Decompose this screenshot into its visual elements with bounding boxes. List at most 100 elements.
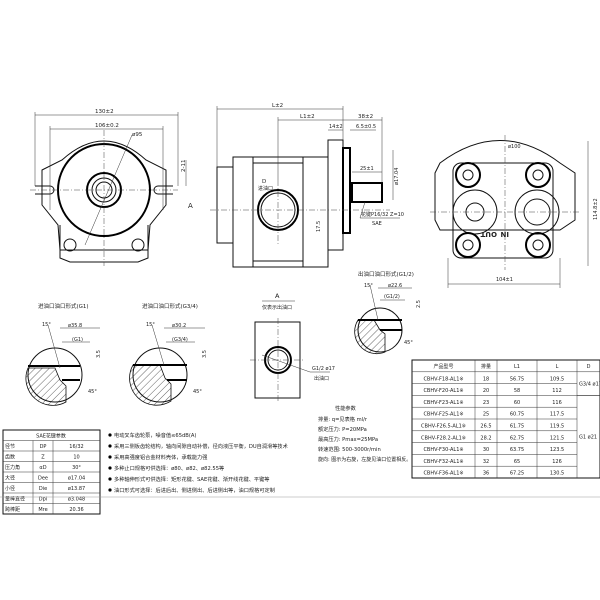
bullet-icon [108,466,112,470]
detail-title: 进油口油口形式(G1) [38,302,89,310]
sae-cell: Die [39,486,47,492]
detail-dia: ø35.8 [68,323,82,329]
table-cell: 36 [483,471,489,477]
table-cell: 130.5 [550,471,564,477]
detail-thread: (G1) [72,337,83,343]
table-cell: 117.5 [550,412,564,418]
sae-cell: ø3.048 [68,497,85,503]
sae-cell: DP [40,444,47,450]
table-cell: CBHV-F18-AL1※ [423,376,463,382]
dim-l1: L1±2 [300,114,315,120]
sae-cell: 跨棒距 [5,506,20,513]
sae-cell: 大径 [5,475,15,482]
spline-standard: SAE [372,221,382,227]
table-cell: 109.5 [550,376,564,382]
table-cell: CBHV-F20-AL1※ [423,388,463,394]
sae-cell: 压力角 [5,464,20,471]
detail-dia: ø30.2 [172,323,186,329]
d-group: G3/4 ø17 [579,382,600,388]
performance-line: 最高压力: Pmax=25MPa [318,435,378,443]
detail-chamfer: 45° [193,389,202,395]
bolt-holes [455,162,551,258]
table-cell: CBHV-F23-AL1※ [423,400,463,406]
note-item: 采用三侧板齿轮结构，轴向间隙自动补偿，径向液压平衡，DU自润滑等技术 [114,442,288,450]
view-marker-a: A [188,202,193,210]
table-header: D [587,364,591,370]
note-item: 采用高强度铝合金材料壳体，承载能力强 [114,453,207,461]
dim-14: 14±2 [329,124,343,130]
note-item: 多种轴伸形式可供选择：矩形花键、SAE花键、渐开线花键、平键等 [114,475,269,483]
spline-label: 花键P16/32 Z=10 [361,211,404,218]
table-cell: 56.75 [510,376,524,382]
bullet-icon [108,433,112,437]
detail-thread: (G3/4) [172,337,188,343]
sae-cell: 16/32 [69,444,83,450]
table-cell: 25 [483,412,489,418]
table-cell: 60.75 [510,412,524,418]
dim-width: 104±1 [496,277,513,283]
view-a-subtitle: 仅表示出油口 [262,304,292,311]
table-cell: 62.75 [510,435,524,441]
rear-view: 104±1 114.8±2 ø100 IN OUT [430,135,599,288]
view-a: A 仅表示出油口 G1/2 ø17 出油口 [250,292,335,402]
dim-38: 38±2 [358,114,373,120]
performance-title: 性能参数 [335,404,357,412]
sae-cell: 径节 [5,443,15,450]
detail-thread: (G1/2) [384,294,400,300]
table-cell: 61.75 [510,424,524,430]
table-cell: 65 [514,459,520,465]
table-cell: 26.5 [480,424,491,430]
sae-cell: 30° [72,465,81,471]
table-cell: CBHV-F28.2-AL1※ [421,435,466,441]
sae-cell: Dee [38,476,48,482]
dim-slot: 2-11 [181,160,187,172]
label-out: OUT [480,230,497,238]
table-header: 排量 [481,363,491,370]
table-header: 产品型号 [433,363,453,370]
performance-line: 旋向: 图示为右旋，左旋见油口位置相反。 [318,456,411,463]
port-label: D [262,179,266,185]
table-cell: 18 [483,376,489,382]
detail-g1: 进油口油口形式(G1) 15° ø35.8 (G1) 3.5 45° [25,302,102,406]
sae-cell: 齿数 [5,454,15,461]
table-cell: 119.5 [550,424,564,430]
front-view: 130±2 106±0.2 ø95 2-11 A [30,109,193,266]
bullet-icon [108,444,112,448]
performance-params: 性能参数 排量: q=见表格 ml/r 额定压力: P=20MPa 最高压力: … [318,404,411,463]
dim-17-5: 17.5 [316,221,322,232]
sae-cell: Dpi [39,497,47,503]
table-cell: CBHV-F30-AL1※ [423,447,463,453]
note-item: 多种止口规格可供选择：ø80、ø82、ø82.55等 [114,464,224,472]
performance-line: 额定压力: P=20MPa [318,425,367,433]
label-in: IN [500,230,509,238]
sae-cell: 10 [73,455,79,461]
dim-l: L±2 [272,103,283,109]
table-cell: 32 [483,459,489,465]
bullet-icon [108,477,112,481]
table-cell: CBHV-F25-AL1※ [423,412,463,418]
table-cell: 116 [552,400,562,406]
view-a-port: G1/2 ø17 [312,366,335,372]
view-a-port-sub: 出油口 [314,375,329,382]
view-a-title: A [275,292,280,300]
table-cell: 121.5 [550,435,564,441]
detail-dia: ø22.6 [388,283,402,289]
performance-line: 转速范围: 500-3000r/min [318,445,381,453]
sae-cell: 量棒直径 [5,496,25,503]
table-cell: 67.25 [510,471,524,477]
dim-diameter: ø95 [132,132,143,138]
detail-depth: 2.5 [416,300,422,308]
detail-g1-2: 出油口油口形式(G1/2) 15° ø22.6 (G1/2) 2.5 45° [354,270,422,355]
sae-cell: αD [39,465,46,471]
detail-title: 进油口油口形式(G3/4) [142,302,198,310]
table-header: L [556,364,559,370]
dim-diameter: ø100 [508,144,521,150]
detail-chamfer: 45° [88,389,97,395]
table-cell: 63.75 [510,447,524,453]
sae-cell: Z [41,455,45,461]
detail-chamfer: 45° [404,340,413,346]
sae-cell: ø13.87 [68,486,85,492]
feature-notes: 电动叉车齿轮泵，噪音值≤65dB(A)采用三侧板齿轮结构，轴向间隙自动补偿，径向… [108,431,288,494]
table-cell: 28.2 [480,435,491,441]
